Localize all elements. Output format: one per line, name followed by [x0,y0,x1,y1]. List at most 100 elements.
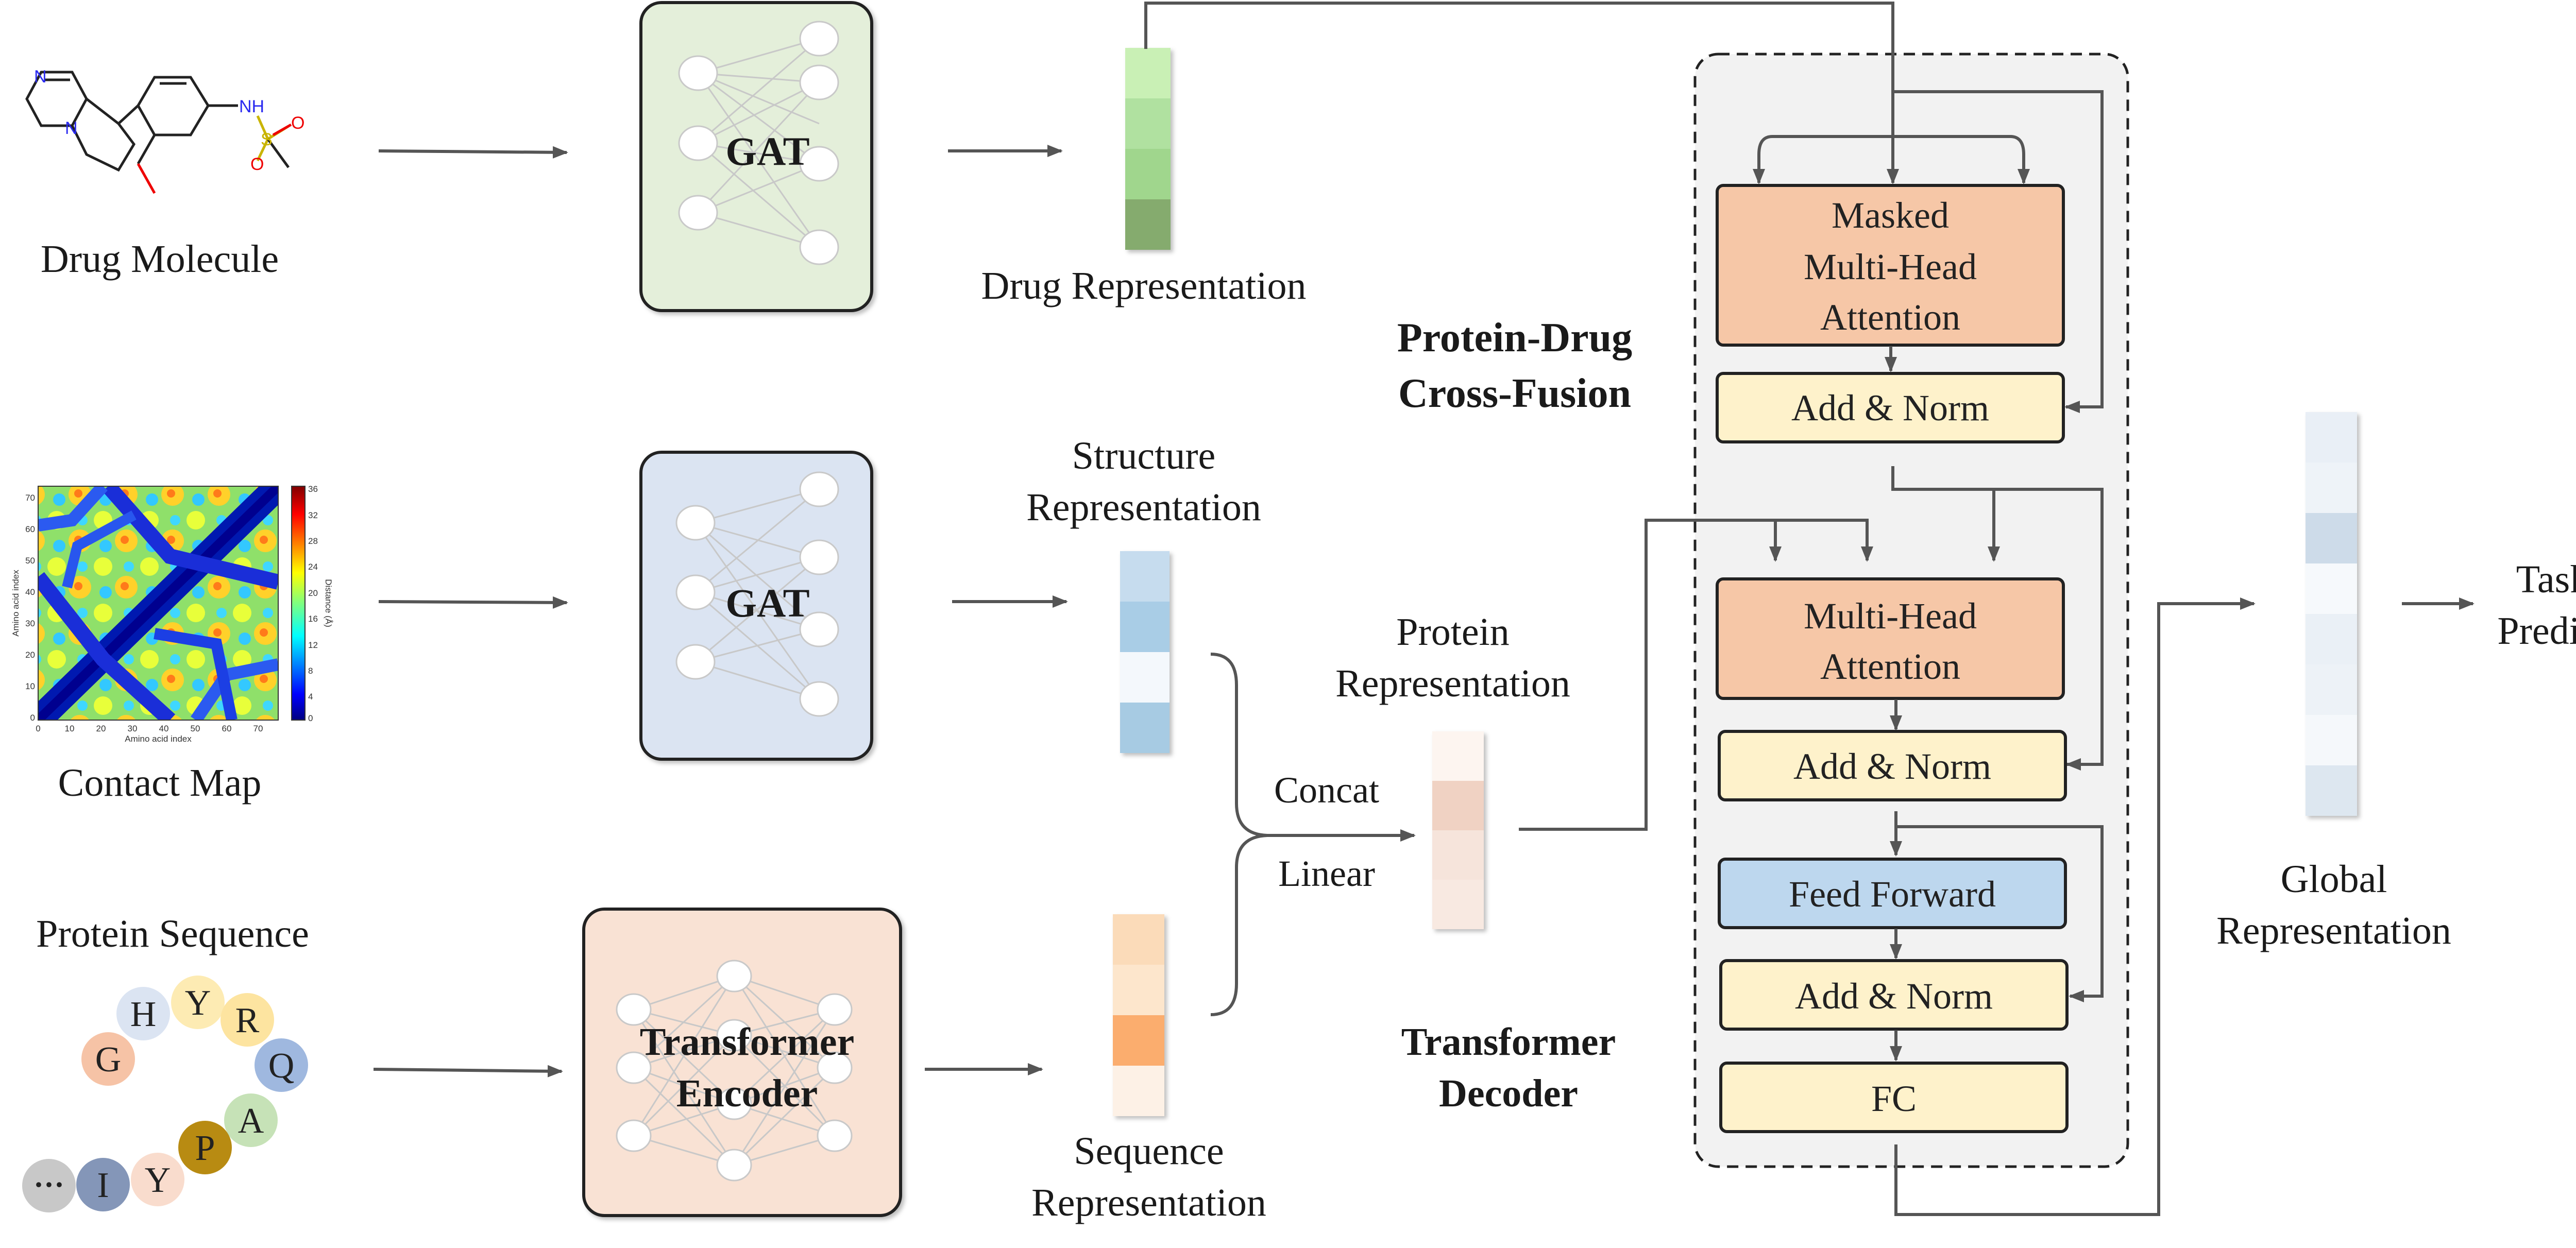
atom-s: S [261,130,273,149]
structure-vector-cell [1120,652,1170,703]
amino-acid-a: A [224,1093,278,1147]
structure-vector-cell [1120,602,1170,652]
svg-text:Y: Y [185,983,211,1023]
structure-vector-cell [1120,551,1170,602]
masked-attention-label-3: Attention [1820,297,1960,338]
feed-forward-block: Feed Forward [1718,858,2067,929]
contact-map-label: Contact Map [58,761,262,805]
drug-molecule-label: Drug Molecule [41,237,279,281]
masked-attention-label-1: Masked [1832,195,1949,236]
drug-representation-label: Drug Representation [981,264,1306,307]
svg-text:···: ··· [33,1168,64,1202]
sequence-vector-cell [1113,965,1164,1015]
cross-fusion-title-1: Protein-Drug [1397,315,1632,361]
contact-map-y-tick: 60 [25,524,35,534]
drug-molecule-atom-labels: N N NH S O O [34,67,304,174]
transformer-encoder-edge [633,976,735,1136]
transformer-encoder-node [716,1087,752,1120]
transformer-encoder-edge [633,1034,735,1137]
global-vector-cell [2306,563,2357,614]
transformer-encoder-label-2: Encoder [676,1072,818,1115]
protein-representation-label-2: Representation [1335,662,1570,705]
global-vector-cell [2306,715,2357,765]
contact-map-x-label: Amino acid index [125,734,192,744]
svg-text:P: P [195,1129,215,1168]
fc-block: FC [1719,1062,2069,1133]
transformer-encoder-edge [733,1067,836,1166]
concat-bracket [1210,653,1268,1016]
colorbar-tick: 32 [308,510,318,520]
transformer-encoder-label-1: Transformer [640,1020,854,1064]
add-norm-block-2: Add & Norm [1718,730,2067,801]
route-residual-masked-split [1753,135,1893,184]
colorbar-tick: 12 [308,640,318,650]
transformer-encoder-edge [633,1067,735,1166]
global-vector [2306,412,2357,816]
arrow-contact-map-to-gat [378,596,568,609]
contact-map-y-tick: 20 [25,650,35,660]
gat-structure-label: GAT [725,580,809,625]
protein-vector-cell [1432,880,1484,929]
svg-text:Y: Y [145,1160,171,1200]
protein-vector-cell [1432,781,1484,830]
svg-text:H: H [130,995,157,1034]
amino-acid-p: P [178,1121,232,1174]
transformer-encoder-node [616,1119,652,1152]
transformer-encoder-node [817,993,853,1026]
colorbar-tick: 4 [308,692,313,702]
contact-map-y-tick: 50 [25,556,35,566]
global-representation-label-1: Global [2281,858,2387,901]
add-norm-label-2: Add & Norm [1793,746,1991,787]
contact-map-x-tick: 50 [191,724,200,733]
transformer-encoder-node [716,1019,752,1052]
atom-nh: NH [239,97,264,116]
transformer-encoder-node [616,1051,652,1084]
transformer-encoder-node [817,1051,853,1084]
route-residual-to-addnorm-1 [1893,90,2104,413]
svg-text:Q: Q [268,1046,295,1086]
linear-label: Linear [1278,853,1375,894]
colorbar-tick: 28 [308,536,318,546]
masked-attention-label-2: Multi-Head [1804,246,1977,287]
global-vector-cell [2306,513,2357,563]
gat-structure-graph [675,471,839,717]
colorbar-tick: 16 [308,614,318,624]
attention-label-1: Multi-Head [1804,595,1977,637]
amino-acid-r: R [221,993,274,1047]
structure-vector [1120,551,1170,753]
route-addnorm-to-attention [1891,466,2104,771]
contact-map-x-tick: 60 [222,724,232,733]
transformer-encoder-edge [733,1009,836,1166]
sequence-vector-cell [1113,914,1164,965]
atom-n2: N [65,118,78,138]
task-predict-label-2: Predict [2497,609,2576,653]
amino-acid-y2: Y [131,1153,184,1206]
structure-representation-label-1: Structure [1072,434,1216,477]
global-vector-cell [2306,614,2357,664]
drug-vector-cell [1125,199,1171,250]
atom-o1: O [291,113,304,133]
contact-map-x-tick: 40 [159,724,169,733]
gat-drug-graph [678,21,839,265]
contact-map-x-tick: 70 [253,724,263,733]
contact-map-x-tick: 20 [96,724,106,733]
amino-acid-q: Q [255,1038,308,1092]
sequence-representation-label-1: Sequence [1074,1130,1224,1173]
add-norm-label-3: Add & Norm [1795,976,1993,1017]
colorbar-label: Distance (Å) [324,579,333,627]
svg-text:R: R [235,1001,260,1040]
atom-o2: O [250,155,264,174]
sequence-representation-label-2: Representation [1031,1181,1266,1224]
drug-vector-cell [1125,48,1171,98]
route-residual-masked-split-right [1893,135,2030,184]
contact-map-y-label: Amino acid index [11,570,21,637]
protein-representation-label-1: Protein [1396,610,1510,654]
route-fc-to-global [1894,597,2256,1216]
amino-acid-h: H [116,987,170,1040]
drug-molecule-structure [25,71,292,194]
colorbar-tick: 0 [308,713,313,723]
transformer-encoder-edge [633,975,735,1069]
drug-vector [1125,48,1171,250]
route-protein-to-attention [1519,519,1782,831]
